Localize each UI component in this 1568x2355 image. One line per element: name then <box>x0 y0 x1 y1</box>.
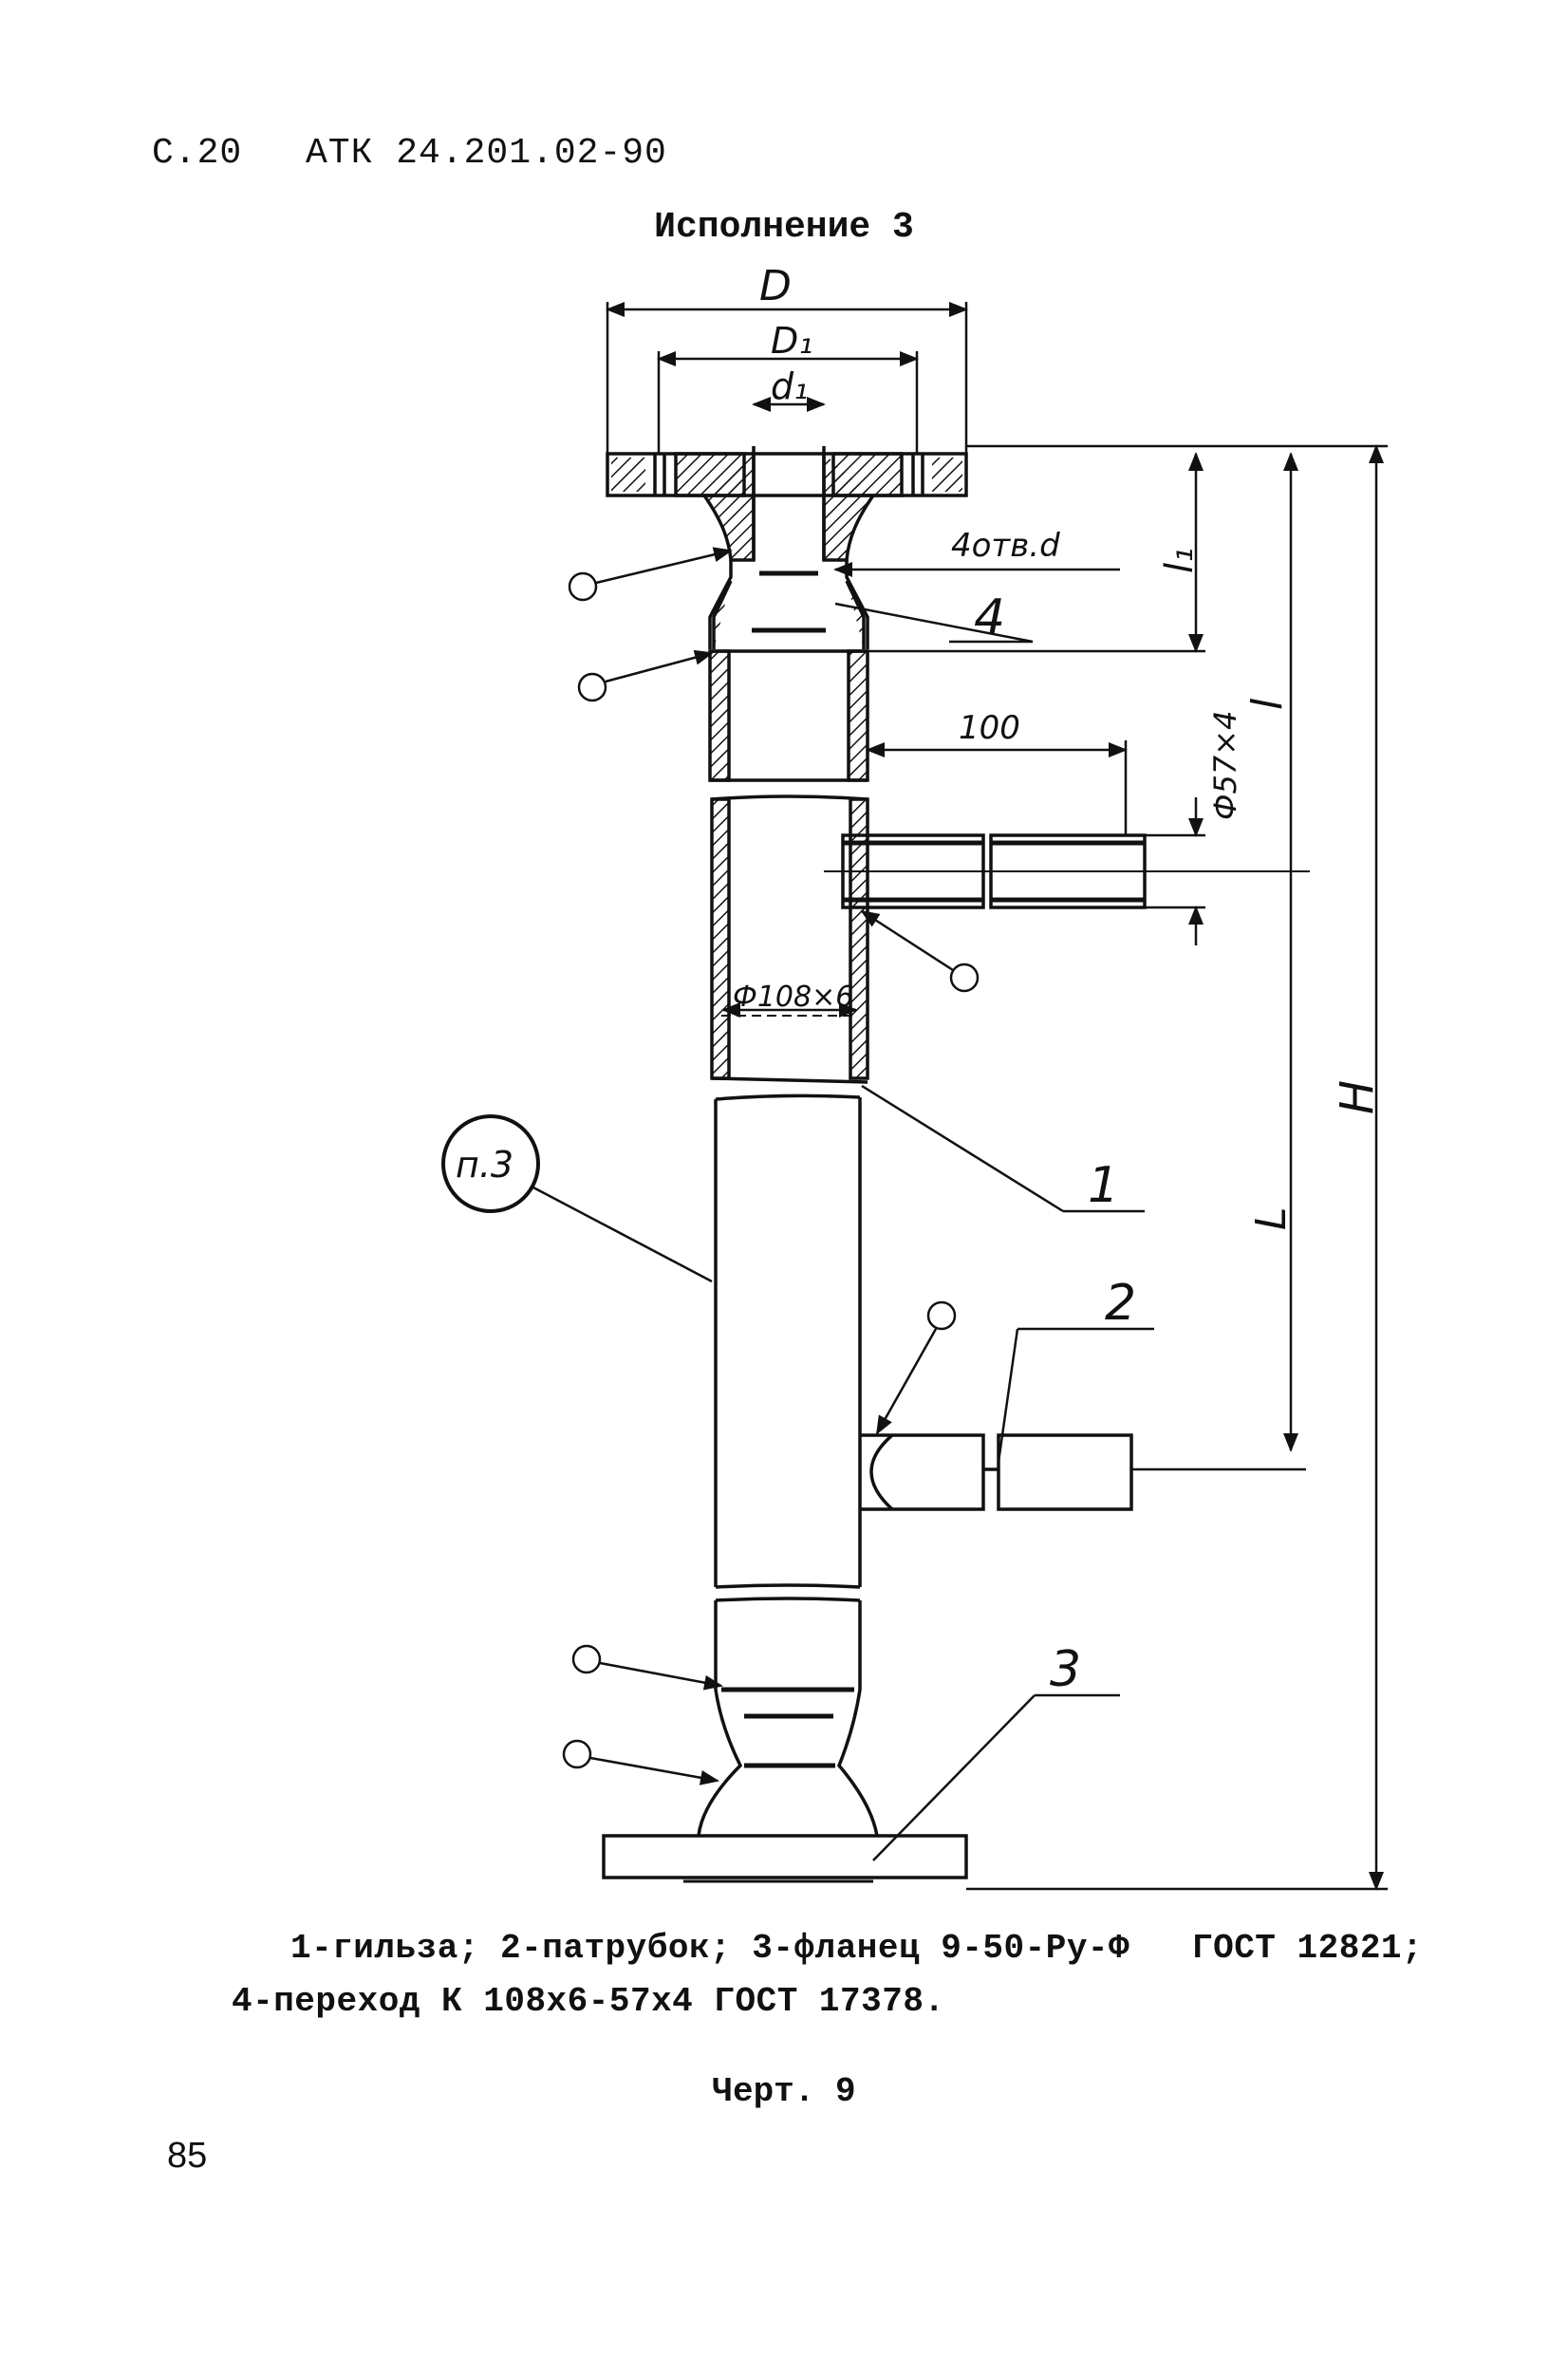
dim-pipe-main-label: Ф108×6 <box>733 981 853 1014</box>
figure-caption: Черт. 9 <box>712 2072 856 2111</box>
dim-d1-label: d₁ <box>771 365 808 407</box>
page-number: 85 <box>167 2136 208 2176</box>
callout-4-label: 4 <box>974 589 1005 646</box>
dim-D-label: D <box>759 262 792 310</box>
top-flange <box>606 446 968 562</box>
page-reference: С.20 <box>152 133 243 174</box>
leader-lines <box>441 547 1154 1861</box>
dim-pipe-small-label: Ф57×4 <box>1207 711 1243 820</box>
holes-label: 4отв.d <box>951 527 1060 565</box>
callout-3-label: 3 <box>1050 1641 1081 1698</box>
document-code: АТК 24.201.02-90 <box>306 133 667 174</box>
side-pipe-upper <box>824 833 1310 909</box>
callout-2-label: 2 <box>1105 1275 1136 1332</box>
variant-title: Исполнение 3 <box>654 207 914 248</box>
drawing-labels: D D₁ d₁ 4отв.d l₁ l 100 Ф57×4 Ф108×6 L H… <box>456 262 1384 1698</box>
reducer <box>708 560 869 649</box>
caption-gost-1: ГОСТ 12821; <box>1192 1929 1424 1968</box>
caption-line-2: 4-переход К 108х6-57х4 ГОСТ 17378. <box>232 1982 945 2021</box>
dim-l1-label: l₁ <box>1158 548 1202 573</box>
dim-H-label: H <box>1331 1080 1384 1114</box>
dim-L-label: L <box>1247 1206 1296 1230</box>
sleeve-lower <box>697 1093 879 1837</box>
ref-note-label: п.3 <box>456 1144 513 1186</box>
dim-l-label: l <box>1243 698 1292 710</box>
callout-1-label: 1 <box>1088 1157 1119 1214</box>
caption-line-1: 1-гильза; 2-патрубок; 3-фланец 9-50-Pу-Ф <box>290 1929 1130 1968</box>
dim-100-label: 100 <box>959 709 1020 747</box>
side-pipe-lower <box>860 1433 1133 1511</box>
dimension-lines <box>606 302 1388 1891</box>
bottom-flange <box>602 1834 968 1883</box>
dim-D1-label: D₁ <box>771 320 813 362</box>
